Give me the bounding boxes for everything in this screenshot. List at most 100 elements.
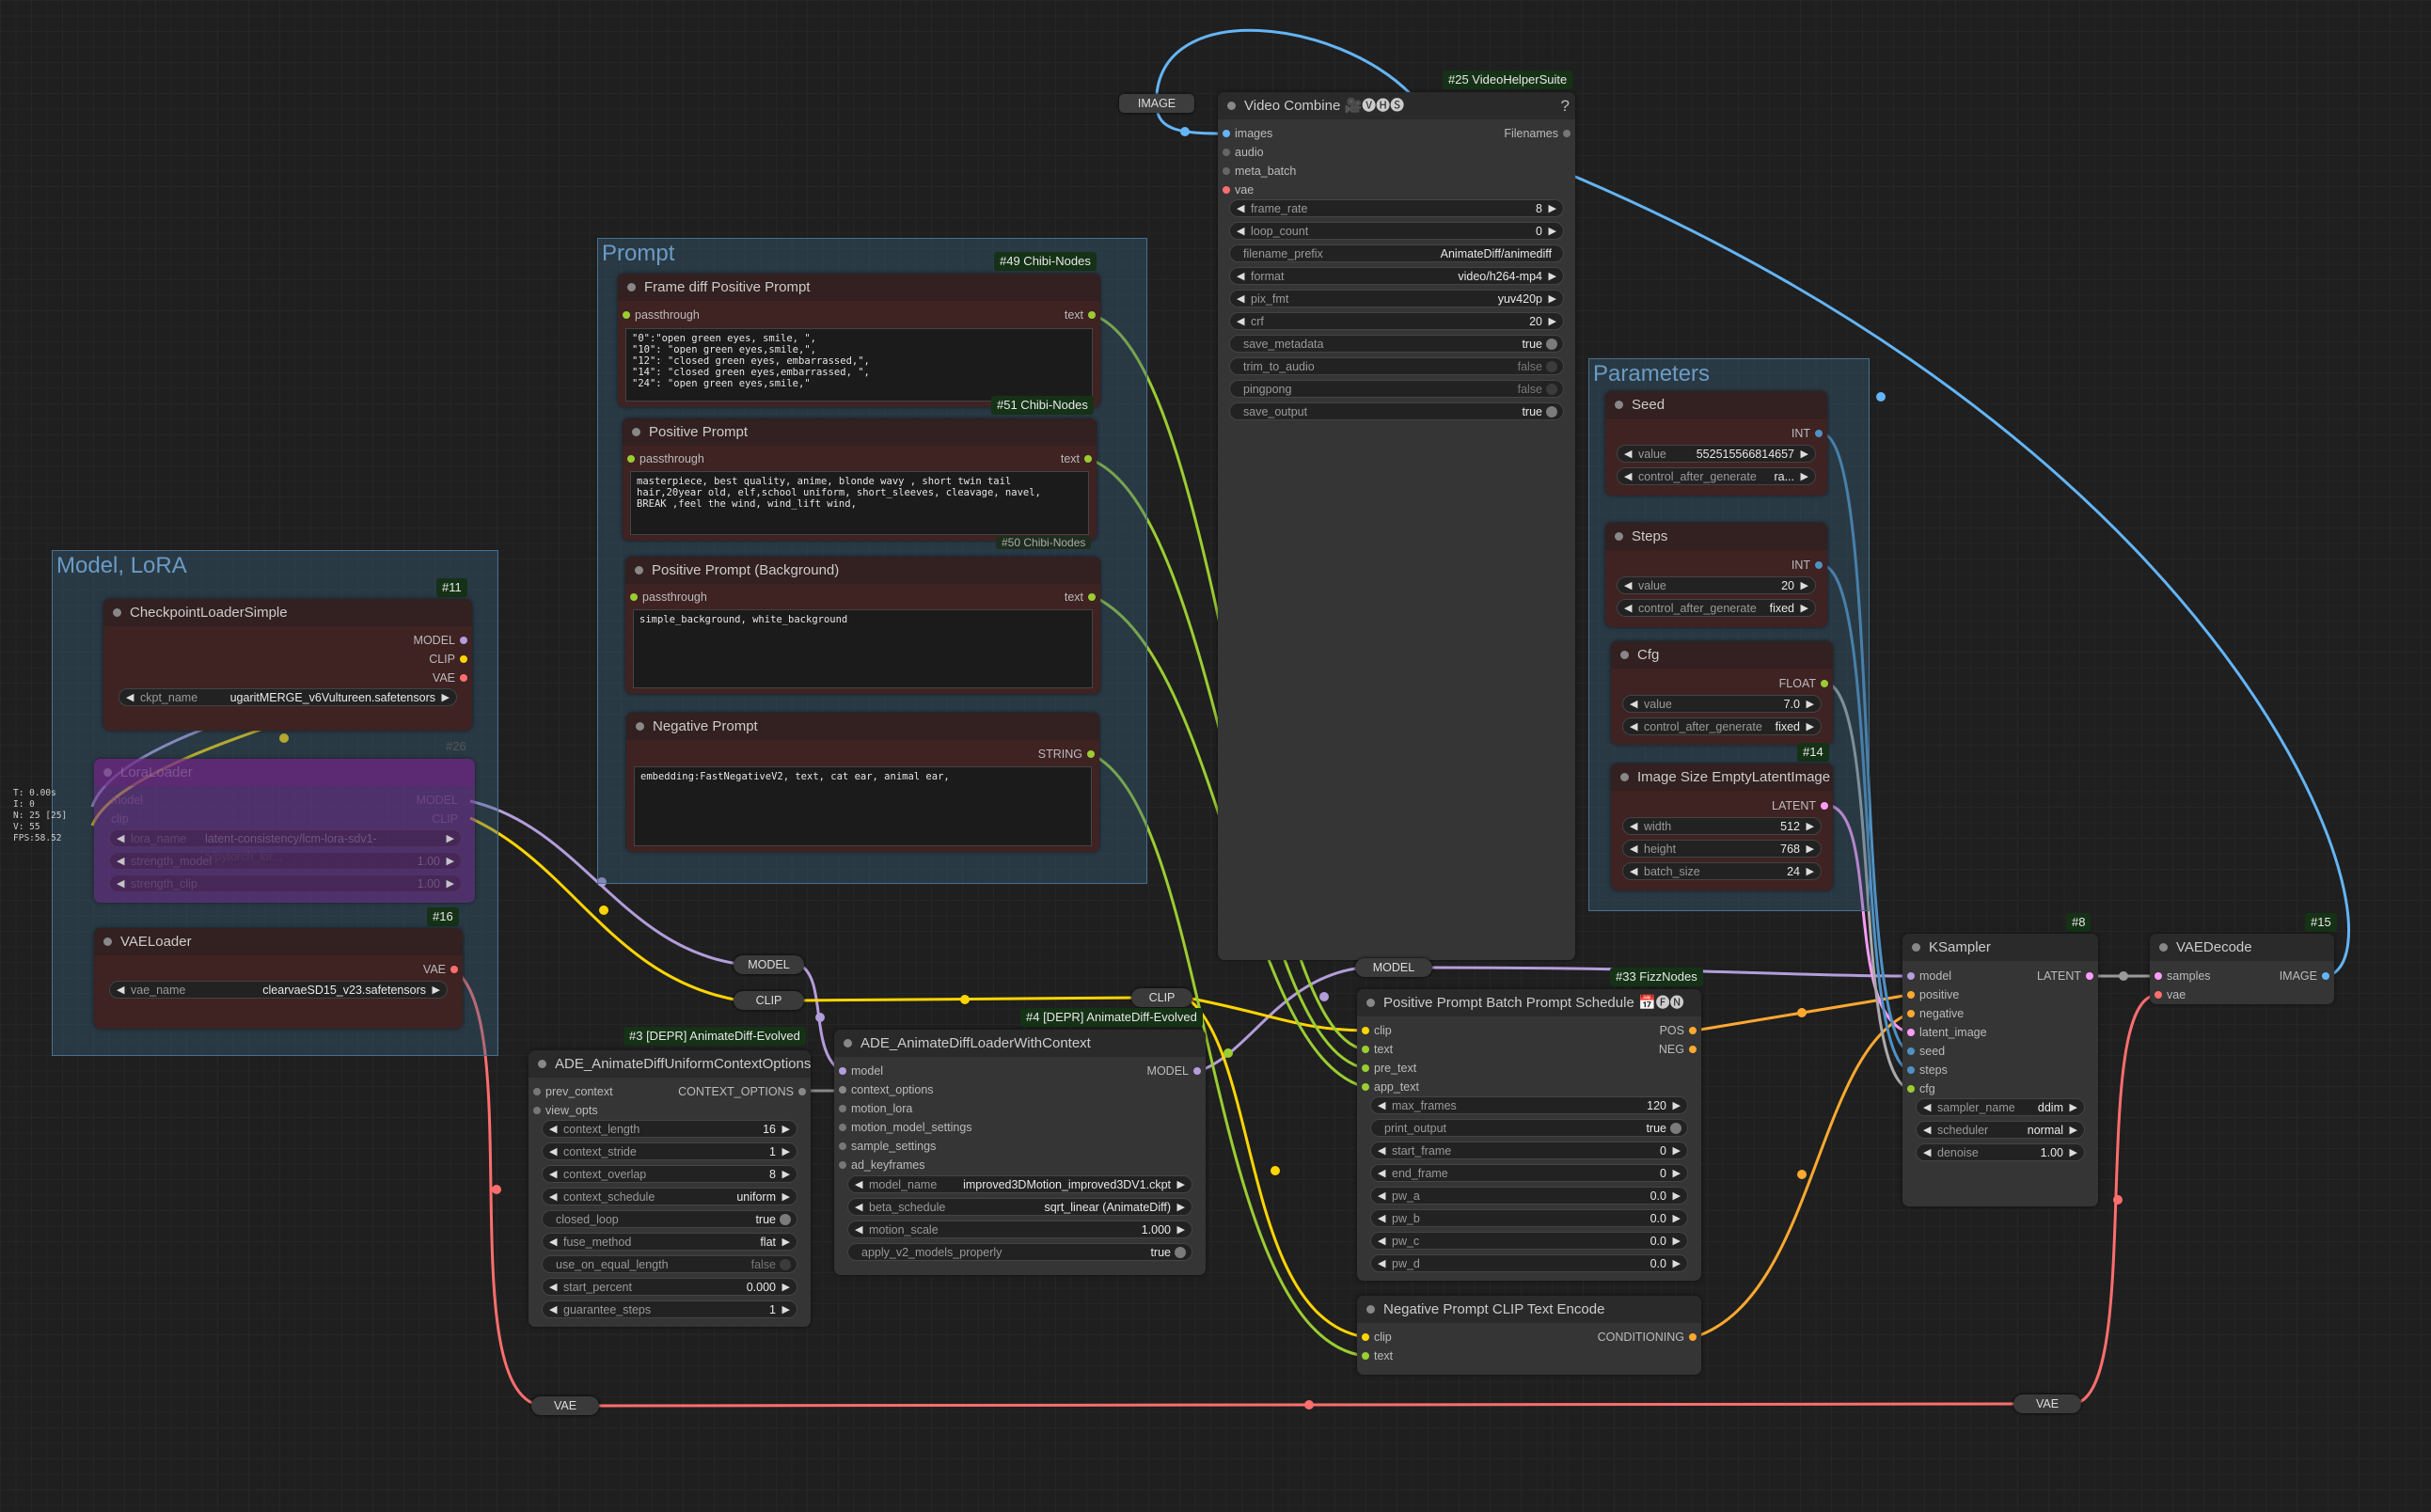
- input-socket[interactable]: [1362, 1046, 1369, 1053]
- output-socket[interactable]: [1689, 1027, 1697, 1034]
- input-socket[interactable]: [533, 1107, 541, 1114]
- toggle-on-icon[interactable]: [780, 1214, 791, 1225]
- negative-clip-node[interactable]: Negative Prompt CLIP Text Encode clip CO…: [1357, 1296, 1701, 1375]
- toggle-off-icon[interactable]: [780, 1259, 791, 1270]
- positive-bg-node[interactable]: Positive Prompt (Background) passthrough…: [625, 557, 1100, 694]
- input-socket[interactable]: [839, 1086, 846, 1094]
- input-socket[interactable]: [1907, 1066, 1915, 1074]
- node-title-bar[interactable]: LoraLoader: [94, 759, 475, 786]
- model-reroute[interactable]: MODEL: [734, 955, 804, 974]
- output-socket[interactable]: [2322, 972, 2329, 980]
- clip-reroute[interactable]: CLIP: [734, 991, 804, 1010]
- output-socket[interactable]: [1815, 430, 1823, 437]
- input-socket[interactable]: [1362, 1352, 1369, 1360]
- context-options-node[interactable]: ADE_AnimateDiffUniformContextOptions pre…: [529, 1050, 811, 1327]
- node-title-bar[interactable]: Positive Prompt (Background): [625, 557, 1100, 584]
- input-socket[interactable]: [1907, 972, 1915, 980]
- toggle-on-icon[interactable]: [1175, 1247, 1186, 1258]
- toggle-on-icon[interactable]: [1546, 406, 1557, 417]
- node-title-bar[interactable]: CheckpointLoaderSimple: [103, 599, 472, 626]
- node-title-bar[interactable]: ADE_AnimateDiffLoaderWithContext: [834, 1030, 1206, 1057]
- collapse-dot-icon[interactable]: [635, 566, 643, 575]
- input-socket[interactable]: [1223, 186, 1230, 194]
- node-title-bar[interactable]: Video Combine 🎥🅥🅗🅢 ?: [1218, 92, 1575, 119]
- input-socket[interactable]: [839, 1105, 846, 1112]
- input-socket[interactable]: [1907, 1085, 1915, 1093]
- collapse-dot-icon[interactable]: [2159, 943, 2168, 952]
- output-socket[interactable]: [1689, 1046, 1697, 1053]
- input-socket[interactable]: [1907, 1010, 1915, 1017]
- input-socket[interactable]: [1907, 1047, 1915, 1055]
- prompt-textarea[interactable]: embedding:FastNegativeV2, text, cat ear,…: [634, 766, 1092, 846]
- node-title-bar[interactable]: KSampler: [1902, 934, 2098, 961]
- collapse-dot-icon[interactable]: [636, 722, 644, 731]
- input-socket[interactable]: [839, 1124, 846, 1131]
- output-socket[interactable]: [1193, 1067, 1201, 1075]
- node-title-bar[interactable]: Frame diff Positive Prompt: [618, 274, 1100, 301]
- negative-prompt-node[interactable]: Negative Prompt STRING embedding:FastNeg…: [626, 713, 1099, 852]
- output-socket[interactable]: [1821, 802, 1828, 810]
- input-socket[interactable]: [1223, 130, 1230, 137]
- help-icon[interactable]: ?: [1560, 97, 1570, 115]
- collapse-dot-icon[interactable]: [1912, 943, 1920, 952]
- image-size-node[interactable]: Image Size EmptyLatentImage LATENT ◀widt…: [1611, 764, 1833, 890]
- input-socket[interactable]: [1362, 1027, 1369, 1034]
- input-socket[interactable]: [839, 1161, 846, 1169]
- collapse-dot-icon[interactable]: [1615, 532, 1623, 541]
- frame-diff-node[interactable]: Frame diff Positive Prompt passthrough t…: [618, 274, 1100, 407]
- node-title-bar[interactable]: VAELoader: [94, 928, 463, 955]
- collapse-dot-icon[interactable]: [1615, 401, 1623, 409]
- node-title-bar[interactable]: Seed: [1605, 391, 1827, 418]
- input-socket[interactable]: [627, 455, 635, 463]
- collapse-dot-icon[interactable]: [113, 608, 121, 617]
- ksampler-node[interactable]: KSampler model LATENT positive negative …: [1902, 934, 2098, 1206]
- toggle-on-icon[interactable]: [1670, 1123, 1681, 1134]
- output-socket[interactable]: [1563, 130, 1571, 137]
- collapse-dot-icon[interactable]: [1366, 999, 1375, 1007]
- output-socket[interactable]: [450, 966, 458, 973]
- node-title-bar[interactable]: VAEDecode: [2150, 934, 2334, 961]
- loader-context-node[interactable]: ADE_AnimateDiffLoaderWithContext model M…: [834, 1030, 1206, 1275]
- vae-decode-node[interactable]: VAEDecode samples IMAGE vae: [2150, 934, 2334, 1004]
- output-socket[interactable]: [1821, 680, 1828, 687]
- prompt-textarea[interactable]: simple_background, white_background: [633, 609, 1093, 688]
- input-socket[interactable]: [1223, 149, 1230, 156]
- output-socket[interactable]: [798, 1088, 806, 1095]
- node-title-bar[interactable]: Steps: [1605, 523, 1827, 550]
- collapse-dot-icon[interactable]: [844, 1039, 852, 1047]
- input-socket[interactable]: [1907, 991, 1915, 999]
- toggle-off-icon[interactable]: [1546, 361, 1557, 372]
- collapse-dot-icon[interactable]: [103, 768, 112, 777]
- collapse-dot-icon[interactable]: [1620, 651, 1629, 659]
- toggle-on-icon[interactable]: [1546, 339, 1557, 350]
- toggle-off-icon[interactable]: [1546, 384, 1557, 395]
- image-reroute[interactable]: IMAGE: [1119, 94, 1194, 113]
- input-socket[interactable]: [1362, 1064, 1369, 1072]
